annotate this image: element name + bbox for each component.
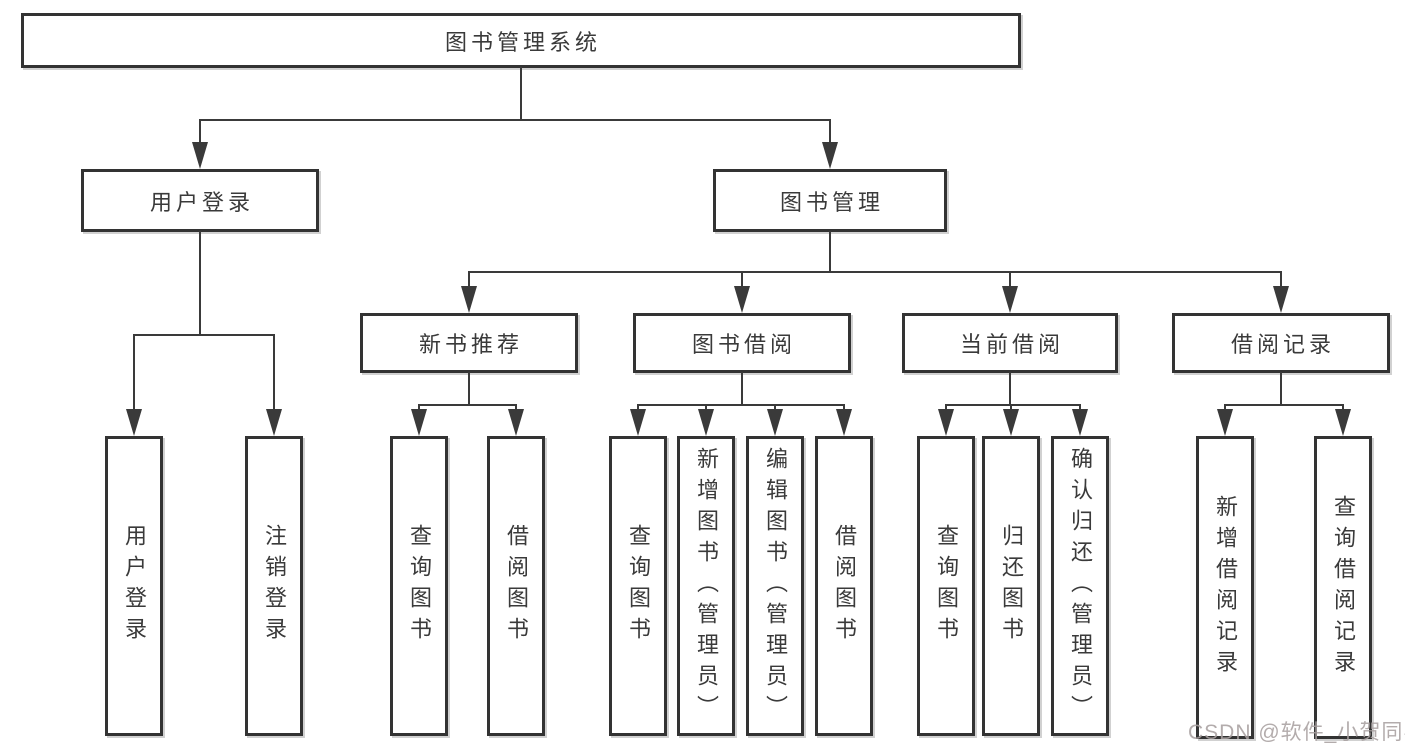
connector-records-rail [1224,404,1344,406]
leaf-current-return-book: 归还图书 [982,436,1040,736]
connector-book-management-stem [829,231,831,273]
node-root-label: 图书管理系统 [444,29,601,55]
arrow-down-icon [1072,409,1088,436]
arrow-down-icon [767,409,783,436]
connector-drop [1010,404,1012,412]
arrow-down-icon [822,142,838,169]
connector-drop [1224,404,1226,412]
connector-drop [705,404,707,412]
arrow-down-icon [938,409,954,436]
arrow-down-icon [1003,409,1019,436]
connector-new-book-rail [418,404,517,406]
arrow-down-icon [192,142,208,169]
node-book-management: 图书管理 [713,169,947,232]
connector-current-stem [1009,372,1011,406]
node-user-login-label: 用户登录 [149,189,254,215]
connector-drop-book-management [829,119,831,145]
arrow-down-icon [836,409,852,436]
leaf-newbook-borrow-book: 借阅图书 [487,436,545,736]
connector-drop-leaf-login [133,334,135,410]
connector-drop [1342,404,1344,412]
arrow-down-icon [126,409,142,436]
connector-drop-leaf-logout [273,334,275,410]
leaf-current-confirm-return-admin-label: 确认归还（管理员） [1068,446,1093,726]
leaf-user-login-label: 用户登录 [122,524,147,648]
leaf-borrow-borrow-book: 借阅图书 [815,436,873,736]
connector-drop-records [1280,271,1282,288]
leaf-current-query-book-label: 查询图书 [934,524,959,648]
leaf-current-return-book-label: 归还图书 [999,524,1024,648]
leaf-newbook-query-book-label: 查询图书 [407,524,432,648]
arrow-down-icon [461,286,477,313]
arrow-down-icon [698,409,714,436]
node-new-book-label: 新书推荐 [418,332,523,357]
node-new-book-recommend: 新书推荐 [360,313,578,373]
connector-drop [945,404,947,412]
leaf-newbook-query-book: 查询图书 [390,436,448,736]
arrow-down-icon [734,286,750,313]
arrow-down-icon [508,409,524,436]
leaf-borrow-query-book: 查询图书 [609,436,667,736]
connector-drop [418,404,420,412]
leaf-borrow-add-book-admin: 新增图书（管理员） [677,436,735,736]
arrow-down-icon [1002,286,1018,313]
arrow-down-icon [266,409,282,436]
watermark: CSDN @软件_小贺同学 [1188,721,1405,744]
leaf-record-add-record: 新增借阅记录 [1196,436,1254,739]
connector-borrow-stem [741,372,743,406]
node-current-borrow-label: 当前借阅 [959,332,1064,357]
leaf-logout: 注销登录 [245,436,303,736]
connector-current-rail [945,404,1081,406]
node-user-login: 用户登录 [81,169,319,232]
leaf-current-query-book: 查询图书 [917,436,975,736]
leaf-borrow-edit-book-admin: 编辑图书（管理员） [746,436,804,736]
leaf-newbook-borrow-book-label: 借阅图书 [504,524,529,648]
connector-drop [637,404,639,412]
connector-root-stem [520,67,522,121]
connector-drop-borrow [741,271,743,288]
leaf-borrow-add-book-admin-label: 新增图书（管理员） [694,446,719,726]
node-book-borrow-label: 图书借阅 [691,332,796,357]
node-book-management-label: 图书管理 [779,189,884,215]
node-current-borrow: 当前借阅 [902,313,1118,373]
connector-new-book-stem [468,372,470,406]
node-book-borrow: 图书借阅 [633,313,851,373]
leaf-borrow-edit-book-admin-label: 编辑图书（管理员） [763,446,788,726]
connector-level1-rail [199,119,831,121]
connector-drop [843,404,845,412]
leaf-current-confirm-return-admin: 确认归还（管理员） [1051,436,1109,736]
connector-user-login-rail [133,334,275,336]
connector-records-stem [1280,372,1282,406]
arrow-down-icon [411,409,427,436]
connector-drop-current [1009,271,1011,288]
connector-drop [1079,404,1081,412]
connector-level2-rail [468,271,1282,273]
node-borrow-records: 借阅记录 [1172,313,1390,373]
connector-drop [774,404,776,412]
leaf-record-add-record-label: 新增借阅记录 [1213,494,1238,681]
arrow-down-icon [1273,286,1289,313]
node-borrow-records-label: 借阅记录 [1230,332,1335,357]
leaf-borrow-borrow-book-label: 借阅图书 [832,524,857,648]
leaf-logout-label: 注销登录 [262,524,287,648]
arrow-down-icon [630,409,646,436]
leaf-record-query-record-label: 查询借阅记录 [1331,494,1356,681]
connector-drop [515,404,517,412]
node-root: 图书管理系统 [21,13,1021,68]
connector-borrow-rail [637,404,845,406]
arrow-down-icon [1217,409,1233,436]
leaf-borrow-query-book-label: 查询图书 [626,524,651,648]
connector-drop-user-login [199,119,201,145]
connector-drop-new-book [468,271,470,288]
connector-user-login-stem [199,231,201,336]
leaf-user-login: 用户登录 [105,436,163,736]
arrow-down-icon [1335,409,1351,436]
leaf-record-query-record: 查询借阅记录 [1314,436,1372,739]
